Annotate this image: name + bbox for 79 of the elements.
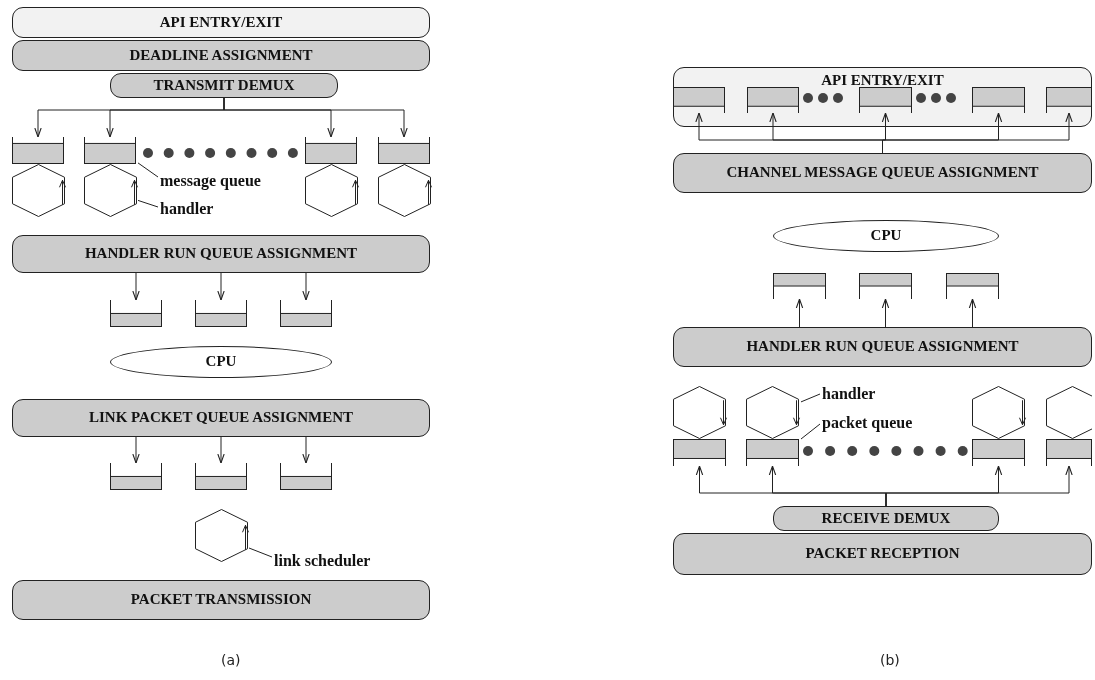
queue-symbol xyxy=(280,300,332,327)
queue-symbol xyxy=(110,463,162,490)
annotation-label: handler xyxy=(160,199,214,219)
queue-symbol xyxy=(946,273,999,299)
box-label: API ENTRY/EXIT xyxy=(159,13,283,32)
queue-symbol xyxy=(673,87,725,113)
queue-symbol xyxy=(673,439,726,466)
arrow xyxy=(885,465,1073,507)
process-box xyxy=(12,235,430,273)
hexagon-symbol xyxy=(1046,386,1092,439)
queue-symbol xyxy=(773,273,826,299)
leader-line xyxy=(800,423,821,440)
queue-symbol xyxy=(859,273,912,299)
queue-symbol xyxy=(280,463,332,490)
hexagon-symbol xyxy=(305,164,357,216)
queue-symbol xyxy=(746,439,799,466)
hexagon-symbol xyxy=(12,164,64,216)
box-label: HANDLER RUN QUEUE ASSIGNMENT xyxy=(84,245,358,263)
queue-symbol xyxy=(195,300,247,327)
hexagon-symbol xyxy=(972,386,1025,439)
process-box xyxy=(673,67,1092,127)
arrow xyxy=(882,112,1073,154)
arrow xyxy=(217,272,225,301)
leader-line xyxy=(800,393,821,403)
box-label: CHANNEL MESSAGE QUEUE ASSIGNMENT xyxy=(726,164,1039,182)
box-label: TRANSMIT DEMUX xyxy=(153,76,295,95)
queue-symbol xyxy=(378,137,430,164)
arrow xyxy=(132,436,140,464)
annotation-label: message queue xyxy=(160,171,261,191)
queue-symbol xyxy=(972,439,1025,466)
arrow xyxy=(881,298,890,328)
process-box xyxy=(673,153,1092,193)
process-box xyxy=(673,533,1092,575)
hexagon-symbol xyxy=(84,164,136,216)
panel-caption: (a) xyxy=(221,652,241,668)
arrow xyxy=(302,272,310,301)
process-box xyxy=(12,40,430,71)
box-label: PACKET TRANSMISSION xyxy=(130,591,312,609)
process-box xyxy=(773,506,999,531)
leader-line xyxy=(248,547,273,558)
leader-line xyxy=(137,162,159,178)
arrow xyxy=(968,298,977,328)
hexagon-symbol xyxy=(378,164,430,216)
queue-symbol xyxy=(972,87,1025,113)
queue-symbol xyxy=(110,300,162,327)
queue-symbol xyxy=(84,137,136,164)
process-box xyxy=(12,399,430,437)
box-label: PACKET RECEPTION xyxy=(805,545,960,563)
annotation-label: link scheduler xyxy=(274,551,371,571)
panel-caption: (b) xyxy=(880,652,900,668)
process-box xyxy=(12,580,430,620)
box-label: HANDLER RUN QUEUE ASSIGNMENT xyxy=(746,338,1019,356)
queue-symbol xyxy=(1046,439,1092,466)
box-label: CPU xyxy=(870,227,902,245)
process-box xyxy=(673,327,1092,367)
box-label: CPU xyxy=(205,353,237,371)
arrow xyxy=(132,272,140,301)
arrow xyxy=(795,298,804,328)
queue-symbol xyxy=(747,87,799,113)
arrow xyxy=(217,436,225,464)
queue-symbol xyxy=(12,137,64,164)
process-box xyxy=(12,7,430,38)
queue-symbol xyxy=(1046,87,1092,113)
box-label: API ENTRY/EXIT xyxy=(821,72,944,90)
queue-symbol xyxy=(859,87,912,113)
queue-symbol xyxy=(195,463,247,490)
box-label: DEADLINE ASSIGNMENT xyxy=(129,46,313,65)
leader-line xyxy=(137,199,159,208)
box-label: RECEIVE DEMUX xyxy=(821,509,951,528)
annotation-label: packet queue xyxy=(822,413,913,433)
hexagon-symbol xyxy=(195,509,247,561)
hexagon-symbol xyxy=(673,386,726,439)
box-label: LINK PACKET QUEUE ASSIGNMENT xyxy=(88,409,354,427)
annotation-label: handler xyxy=(822,384,876,404)
arrow xyxy=(223,97,408,138)
process-box xyxy=(110,73,338,98)
queue-symbol xyxy=(305,137,357,164)
hexagon-symbol xyxy=(746,386,799,439)
arrow xyxy=(302,436,310,464)
